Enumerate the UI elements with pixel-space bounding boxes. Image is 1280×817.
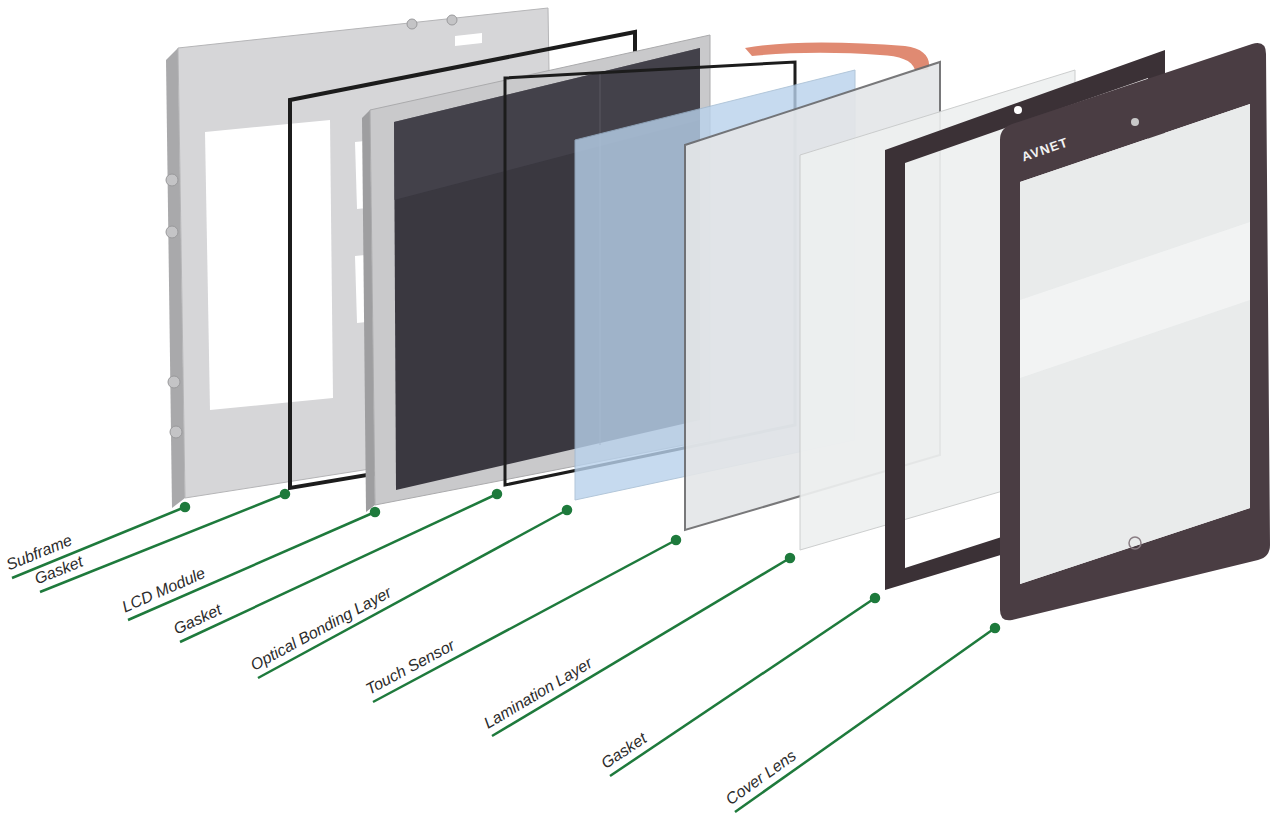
camera-hole bbox=[1014, 106, 1022, 114]
part-label: Optical Bonding Layer bbox=[248, 584, 395, 675]
part-label: Touch Sensor bbox=[363, 637, 458, 699]
cover-lens bbox=[1000, 43, 1270, 620]
flex-cable bbox=[745, 43, 929, 71]
part-label: Lamination Layer bbox=[481, 655, 595, 733]
leader-lines bbox=[12, 490, 999, 812]
part-label: Cover Lens bbox=[723, 747, 800, 809]
